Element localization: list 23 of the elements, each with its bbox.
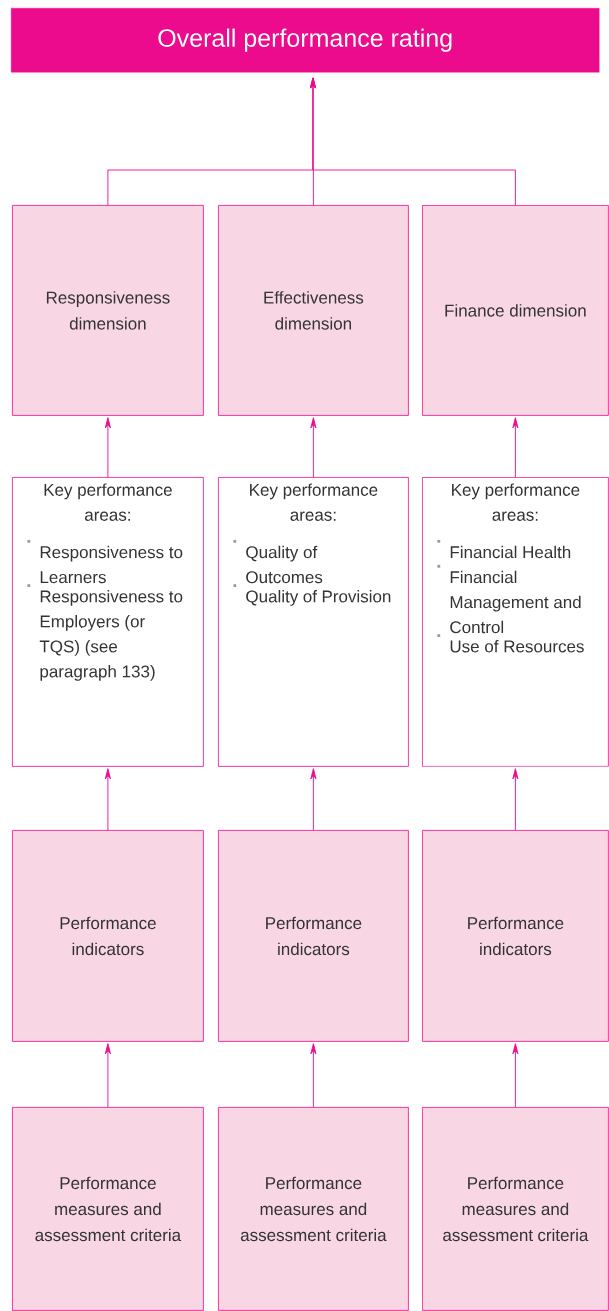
arrow xyxy=(310,77,516,206)
title-bar: Overall performance rating xyxy=(11,8,600,73)
arrow xyxy=(104,417,111,478)
key-areas-box: Key performance areas: Financial Health Financial Management and Control Use of Resources xyxy=(422,477,609,767)
arrow xyxy=(512,768,519,831)
arrow xyxy=(310,1043,317,1108)
dimension-box: Responsiveness dimension xyxy=(12,205,204,416)
indicator-box: Performance indicators xyxy=(422,830,609,1042)
indicator-box: Performance indicators xyxy=(218,830,409,1042)
measures-box: Performance measures and assessment criteria xyxy=(218,1107,409,1311)
key-areas-box: Key performance areas: Quality of Outcomes Quality of Provision xyxy=(218,477,409,767)
arrow xyxy=(104,1043,111,1108)
measures-box: Performance measures and assessment criteria xyxy=(12,1107,204,1311)
arrow xyxy=(310,768,317,831)
arrow xyxy=(104,768,111,831)
arrow xyxy=(310,417,317,478)
measures-box: Performance measures and assessment criteria xyxy=(422,1107,609,1311)
dimension-box: Effectiveness dimension xyxy=(218,205,409,416)
indicator-box: Performance indicators xyxy=(12,830,204,1042)
dimension-box: Finance dimension xyxy=(422,205,609,416)
key-areas-box: Key performance areas: Responsiveness to Learners Responsiveness to Employers (or TQS) (see paragraph 133) xyxy=(12,477,204,767)
arrow xyxy=(512,417,519,478)
arrow xyxy=(512,1043,519,1108)
